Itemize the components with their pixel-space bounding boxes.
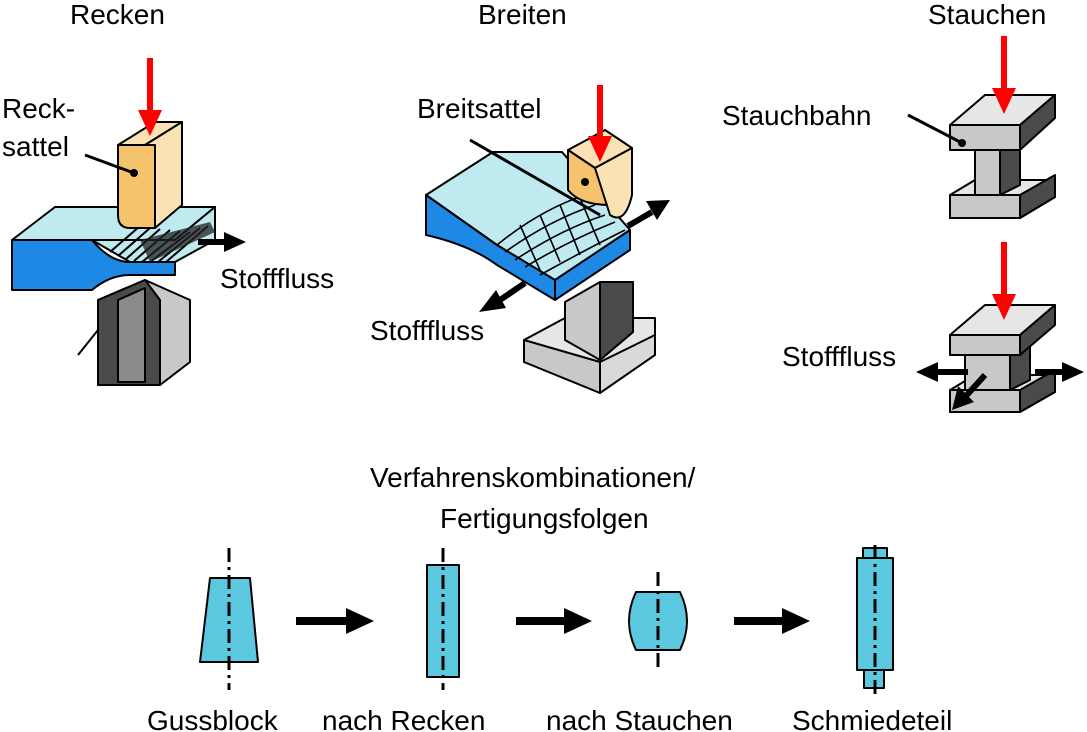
sequence-step-1: Gussblock — [147, 705, 279, 732]
breiten-flow-arrow-left — [479, 280, 527, 312]
sequence-title-2: Fertigungsfolgen — [440, 503, 649, 534]
recken-tool-label-2: sattel — [2, 131, 69, 162]
recken-lower-die — [77, 279, 191, 386]
sequence-arrow-1 — [296, 608, 374, 634]
sequence-arrow-2 — [516, 608, 592, 634]
sequence-step-4: Schmiedeteil — [792, 705, 952, 732]
sequence-part-gussblock — [199, 548, 259, 690]
recken-tool-label-1: Reck- — [2, 93, 75, 124]
recken-group: Recken — [2, 0, 334, 386]
sequence-arrow-3 — [734, 608, 810, 634]
stauchen-tool-label: Stauchbahn — [722, 100, 871, 131]
sequence-part-schmiedeteil — [856, 545, 894, 694]
sequence-group: Verfahrenskombinationen/ Fertigungsfolge… — [147, 462, 952, 732]
stauchen-group: Stauchen — [722, 0, 1084, 413]
stauchen-title: Stauchen — [928, 0, 1046, 30]
breiten-flow-label: Stofffluss — [370, 315, 484, 346]
recken-title: Recken — [70, 0, 165, 30]
sequence-title-1: Verfahrenskombinationen/ — [370, 462, 696, 493]
breiten-tool-label: Breitsattel — [417, 93, 542, 124]
breiten-group: Breiten — [370, 0, 670, 394]
sequence-part-recken — [426, 548, 460, 690]
sequence-step-2: nach Recken — [322, 705, 485, 732]
recken-workpiece — [11, 206, 216, 291]
breiten-flow-arrow-right — [626, 200, 670, 229]
stauchen-press-bottom — [916, 242, 1084, 413]
stauchen-flow-label: Stofffluss — [782, 341, 896, 372]
sequence-step-3: nach Stauchen — [546, 705, 733, 732]
stauchen-press-top — [907, 36, 1056, 219]
breiten-press-arrow — [588, 85, 612, 162]
sequence-part-stauchen — [628, 572, 688, 672]
breiten-lower-anvil — [523, 281, 656, 394]
recken-upper-die — [84, 121, 183, 229]
recken-flow-arrow — [198, 232, 246, 252]
recken-press-arrow — [138, 58, 162, 136]
recken-flow-label: Stofffluss — [220, 263, 334, 294]
breiten-title: Breiten — [478, 0, 567, 30]
